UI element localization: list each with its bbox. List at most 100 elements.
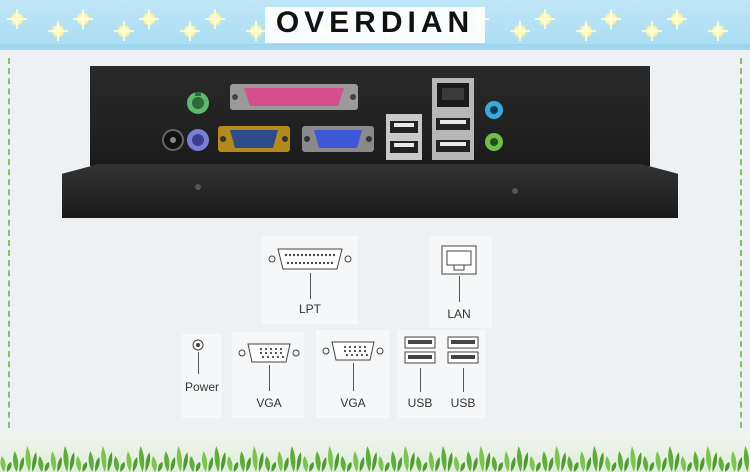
leaf [334, 452, 340, 472]
sparkle-icon [708, 21, 728, 41]
sparkle-icon [114, 21, 134, 41]
vga1-icon [238, 343, 300, 363]
left-dashed-border [8, 58, 10, 438]
leaf [19, 457, 25, 472]
leaf [321, 457, 327, 472]
leaf [38, 456, 44, 472]
power-label: Power [184, 380, 219, 394]
leaf [731, 451, 737, 472]
leaf [271, 462, 277, 472]
leaf [491, 456, 497, 472]
vga2-leader [353, 363, 354, 391]
leaf [50, 451, 56, 472]
leaf [25, 446, 31, 472]
leaf [693, 451, 699, 472]
leaf [706, 446, 712, 472]
sparkle-icon [667, 9, 687, 29]
leaf [504, 451, 510, 472]
leaf [328, 446, 334, 472]
usb1-leader [420, 368, 421, 392]
leaf [636, 452, 642, 472]
leaf [699, 457, 705, 472]
leaf [617, 451, 623, 472]
leaf [221, 452, 226, 472]
leaf [164, 451, 170, 472]
leaf [95, 457, 100, 472]
leaf [107, 452, 113, 472]
lan-leader [459, 276, 460, 302]
leaf [176, 446, 182, 472]
leaf [233, 462, 239, 472]
brand-logo: OVERDIAN [275, 6, 475, 39]
leaf [302, 456, 308, 472]
leaf [126, 451, 132, 472]
sparkle-icon [48, 21, 68, 41]
leaf [189, 456, 195, 472]
leaf [208, 457, 214, 472]
leaf [561, 452, 566, 472]
sparkle-icon [510, 21, 530, 41]
leaf [529, 456, 535, 472]
leaf [290, 446, 296, 472]
leaf [309, 462, 314, 472]
rear-ports [162, 78, 503, 160]
leaf [132, 457, 138, 472]
brand-banner: OVERDIAN [0, 0, 750, 50]
leaf [347, 462, 352, 472]
leaf [284, 457, 289, 472]
leaf [554, 446, 560, 472]
lpt-icon [268, 248, 352, 270]
sparkle-icon [576, 21, 596, 41]
vga2-label: VGA [340, 396, 366, 410]
sparkle-icon [601, 9, 621, 29]
leaf [151, 456, 157, 472]
usb2-icon [447, 336, 479, 364]
leaf [32, 452, 37, 472]
leaf [101, 446, 107, 472]
leaf [214, 446, 220, 472]
leaf [435, 457, 440, 472]
leaf [340, 456, 346, 472]
sparkle-icon [535, 9, 555, 29]
leaf [372, 452, 377, 472]
leaf [573, 462, 579, 472]
leaf [422, 462, 428, 472]
screw [512, 188, 518, 194]
leaf [592, 446, 598, 472]
leaf [737, 457, 743, 472]
leaf [296, 452, 302, 472]
leaf [649, 462, 655, 472]
leaf [6, 462, 12, 472]
leaf [170, 457, 176, 472]
leaf [485, 452, 491, 472]
leaf [277, 451, 283, 472]
grass-leaves [0, 446, 749, 472]
leaf [473, 457, 478, 472]
leaf [416, 456, 422, 472]
port-diagram: LPT LAN Power VGA VGA USB [184, 245, 479, 410]
leaf [680, 456, 686, 472]
leaf [428, 451, 434, 472]
usb2-leader [463, 368, 464, 392]
lan-usb-stack [432, 78, 474, 160]
leaf [63, 446, 69, 472]
leaf [315, 451, 321, 472]
power-leader [198, 352, 199, 374]
leaf [536, 462, 541, 472]
leaf [523, 452, 529, 472]
leaf [202, 451, 208, 472]
sparkle-icon [205, 9, 225, 29]
device-chassis [62, 164, 678, 218]
leaf [447, 452, 453, 472]
screw [195, 184, 201, 190]
lpt-leader [310, 273, 311, 299]
usb1-label: USB [407, 396, 433, 410]
leaf [542, 451, 548, 472]
sparkle-icon [246, 21, 266, 41]
sparkle-icon [7, 9, 27, 29]
sparkle-icon [642, 21, 662, 41]
audio-in-jack [485, 101, 503, 119]
leaf [69, 452, 75, 472]
sparkle-icon [139, 9, 159, 29]
leaf [183, 452, 188, 472]
